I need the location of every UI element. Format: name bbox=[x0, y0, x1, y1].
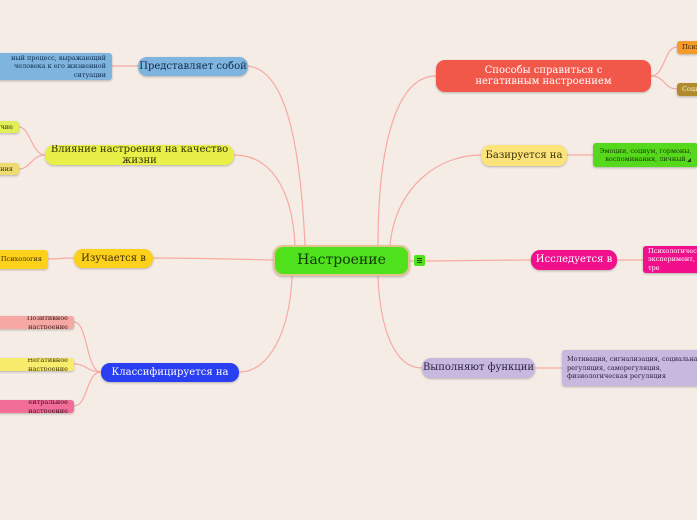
leaf-coping-psych[interactable]: Псих bbox=[677, 41, 697, 54]
leaf-represents-definition[interactable]: ный процесс, выражающий человека к его ж… bbox=[0, 53, 112, 80]
leaf-coping-social[interactable]: Соци bbox=[677, 83, 697, 96]
collapse-indicator-icon[interactable] bbox=[687, 158, 691, 162]
branch-researched-in[interactable]: Исследуется в bbox=[531, 250, 617, 270]
branch-studied-in[interactable]: Изучается в bbox=[74, 249, 153, 268]
link-center-studied bbox=[152, 257, 274, 261]
link-coping-social bbox=[650, 75, 678, 90]
branch-functions[interactable]: Выполняют функции bbox=[422, 358, 535, 378]
central-topic[interactable]: Настроение bbox=[273, 245, 410, 276]
branch-coping-ways[interactable]: Способы справиться с негативным настроен… bbox=[436, 60, 651, 92]
link-center-based bbox=[389, 154, 482, 246]
branch-mood-influence[interactable]: Влияние настроения на качество жизни bbox=[45, 145, 234, 165]
leaf-positive-mood[interactable]: Позитивное настроение bbox=[0, 316, 74, 329]
leaf-based-on-list[interactable]: Эмоции, социум, гормоны, воспоминания, л… bbox=[593, 143, 697, 167]
branch-based-on[interactable]: Базируется на bbox=[481, 145, 567, 166]
link-center-coping bbox=[377, 75, 437, 246]
leaf-neutral-mood[interactable]: ейтральное настроение bbox=[0, 400, 74, 413]
link-influence-leaf-1 bbox=[18, 126, 46, 156]
link-coping-psych bbox=[650, 46, 678, 77]
link-center-influence bbox=[233, 154, 296, 246]
link-center-represents bbox=[247, 65, 306, 246]
leaf-functions-list[interactable]: Мотивация, сигнализация, социальная регу… bbox=[562, 350, 697, 386]
link-center-classified bbox=[238, 275, 293, 373]
leaf-influence-1[interactable]: учие bbox=[0, 121, 19, 133]
leaf-negative-mood[interactable]: Негативное настроение bbox=[0, 358, 74, 371]
branch-represents[interactable]: Представляет собой bbox=[138, 57, 248, 76]
branch-classified-into[interactable]: Классифицируется на bbox=[101, 363, 239, 382]
leaf-psychology[interactable]: Психология bbox=[0, 250, 48, 269]
link-center-functions bbox=[377, 275, 423, 369]
notes-icon[interactable] bbox=[414, 255, 425, 266]
leaf-research-methods[interactable]: Психологически эксперимент, тре bbox=[643, 246, 697, 273]
link-studied-leaf bbox=[47, 257, 75, 260]
link-classified-positive bbox=[73, 321, 102, 373]
link-classified-negative bbox=[73, 363, 102, 373]
link-classified-neutral bbox=[73, 371, 102, 407]
link-influence-leaf-2 bbox=[18, 154, 46, 170]
link-center-researched bbox=[409, 259, 532, 262]
leaf-influence-2[interactable]: жения bbox=[0, 163, 19, 175]
